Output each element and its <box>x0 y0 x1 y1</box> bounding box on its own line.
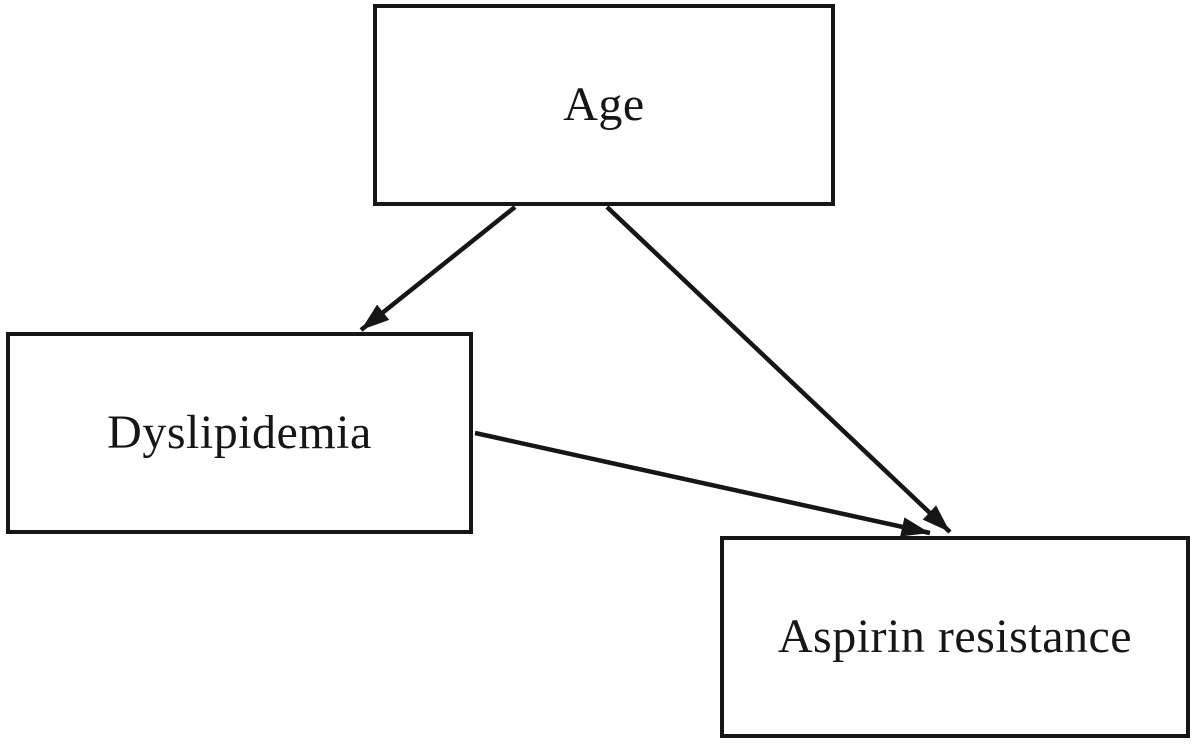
node-age-label: Age <box>563 77 645 131</box>
node-aspirin-resistance-label: Aspirin resistance <box>777 609 1133 663</box>
node-dyslipidemia: Dyslipidemia <box>6 332 473 534</box>
edge-dyslipidemia-to-aspirin-resistance <box>474 430 931 537</box>
edge-age-to-aspirin-resistance <box>605 205 952 534</box>
edge-age-to-dyslipidemia <box>359 205 517 332</box>
node-age: Age <box>373 4 835 206</box>
node-aspirin-resistance: Aspirin resistance <box>720 536 1190 738</box>
node-dyslipidemia-label: Dyslipidemia <box>107 405 372 459</box>
